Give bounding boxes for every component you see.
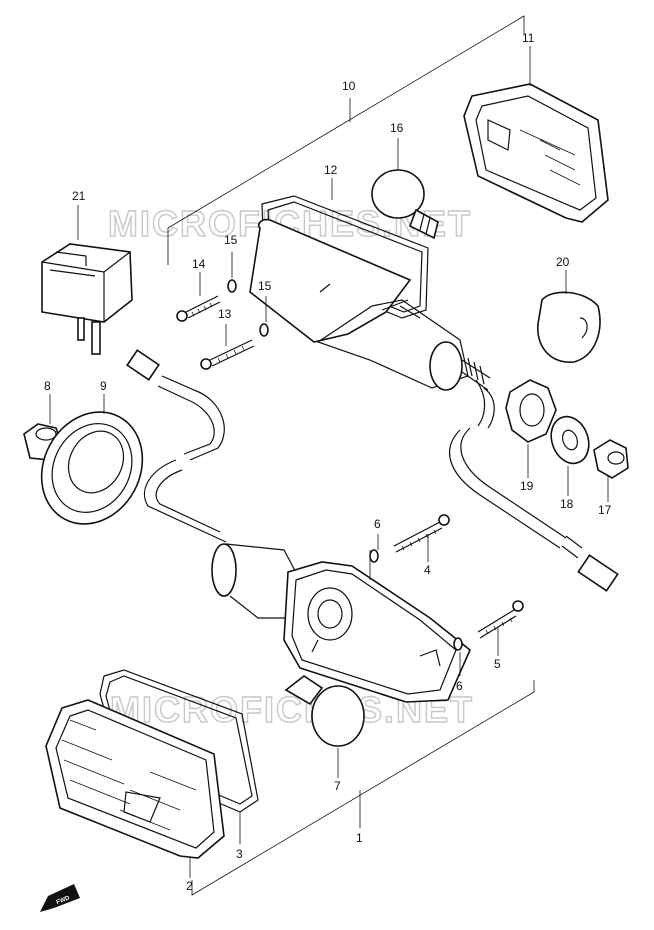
callout-1: 1 [356, 831, 363, 845]
callout-11: 11 [522, 31, 535, 45]
grommet-ring-part [40, 394, 144, 525]
assembly-bracket-upper [167, 15, 525, 265]
lens-upper-part [463, 46, 609, 223]
washer-15-upper-part [227, 252, 237, 293]
threaded-stud-upper [461, 357, 491, 391]
screw-14-part [176, 272, 221, 322]
callout-21: 21 [72, 189, 86, 203]
callout-14: 14 [192, 257, 206, 271]
callout-2: 2 [186, 879, 193, 893]
callout-16: 16 [390, 121, 404, 135]
washer-6-lower-part [453, 637, 463, 676]
wire-center [126, 349, 227, 543]
callout-15-upper: 15 [224, 233, 238, 247]
relay-part [41, 205, 133, 355]
housing-lower-part [211, 543, 471, 703]
screw-13-part [200, 324, 255, 370]
forward-direction-arrow: FWD [40, 884, 80, 912]
lens-lower-part [45, 699, 225, 878]
callout-12: 12 [324, 163, 338, 177]
screw-5-part [477, 600, 524, 656]
callout-20: 20 [556, 255, 570, 269]
callout-9: 9 [100, 379, 107, 393]
callout-6-upper: 6 [374, 517, 381, 531]
gasket-lower-part [99, 669, 259, 844]
fwd-label: FWD [56, 895, 72, 906]
cap-part [537, 270, 601, 363]
lock-washer-part [505, 379, 557, 478]
callout-17: 17 [598, 503, 612, 517]
housing-upper-part [249, 218, 491, 391]
screw-4-part [393, 514, 450, 562]
callout-3: 3 [236, 847, 243, 861]
washer-6-upper-part [369, 534, 379, 563]
washer-15-lower-part [259, 296, 269, 337]
assembly-bracket-lower [191, 680, 535, 896]
callout-8: 8 [44, 379, 51, 393]
callout-18: 18 [560, 497, 574, 511]
flat-washer-part [550, 415, 590, 496]
callout-5: 5 [494, 657, 501, 671]
callout-19: 19 [520, 479, 534, 493]
bulb-upper-part [371, 138, 439, 240]
callout-4: 4 [424, 563, 431, 577]
callout-6-lower: 6 [456, 679, 463, 693]
wire-upper [449, 379, 619, 592]
callout-10: 10 [342, 79, 356, 93]
callout-15-lower: 15 [258, 279, 272, 293]
bulb-lower-part [284, 675, 365, 778]
nut-right-part [593, 439, 629, 502]
callout-13: 13 [218, 307, 232, 321]
callout-7: 7 [334, 779, 341, 793]
